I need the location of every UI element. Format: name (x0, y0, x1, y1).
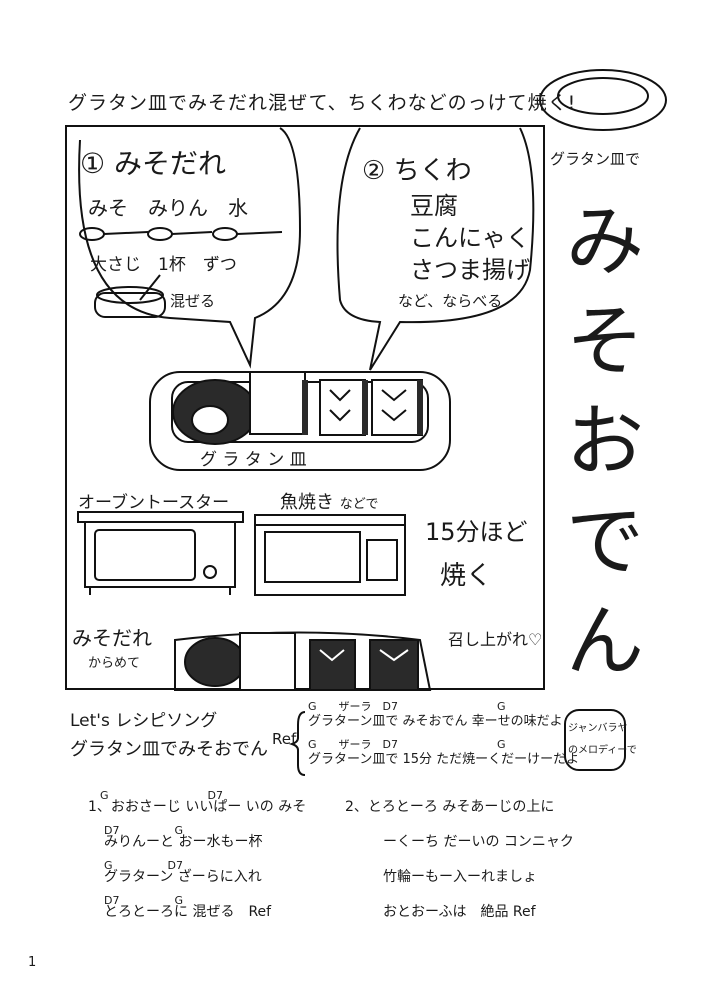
verse-line: ーくーち だーいの コンニャク (383, 834, 574, 850)
verse-line: おとおーふは 絶品 Ref (383, 904, 536, 920)
finished-oden-dish (174, 631, 432, 691)
cook-time: 15分ほど (425, 518, 528, 546)
song-title-line2: グラタン皿でみそおでん (70, 739, 268, 760)
melody-note: ジャンバラヤ のメロディーで (568, 718, 637, 762)
verse2: 2、とろとーろ みそあーじの上に ーくーち だーいの コンニャク 竹輪ーもー入ー… (345, 790, 574, 930)
grill-text: 魚焼き (280, 492, 334, 513)
step2-item: 豆腐 (410, 192, 458, 220)
chord-line: G ザーラ D7 G (308, 700, 506, 713)
chord-line: G ザーラ D7 G (308, 738, 506, 751)
dish-label: グ ラ タ ン 皿 (200, 450, 307, 470)
step2-item: こんにゃく (410, 224, 530, 252)
chord-line: D7 G (104, 894, 183, 907)
gratin-dish-icon (539, 69, 667, 131)
enjoy-label: 召し上がれ♡ (448, 630, 543, 649)
chord-line: G D7 (100, 789, 223, 802)
lyric-text: グラターン皿で 15分 ただ焼ーくだーけーだよ (308, 752, 580, 767)
title-char: み (565, 197, 644, 287)
ref-label: Ref (272, 730, 297, 748)
title-char: そ (565, 297, 644, 387)
chord-line: G D7 (104, 859, 183, 872)
step1-ingredients: みそ みりん 水 (88, 196, 248, 220)
fish-grill-icon (254, 514, 406, 596)
bake-label: 焼く (440, 561, 493, 591)
step1-title: ① みそだれ (80, 147, 227, 180)
toaster-label: オーブントースター (78, 493, 230, 513)
verse-line: 2、とろとーろ みそあーじの上に (345, 799, 555, 815)
oven-toaster-icon (77, 511, 244, 595)
grill-note: などで (339, 497, 379, 512)
step2-items: 豆腐 こんにゃく さつま揚げ (410, 190, 530, 286)
title-char: お (565, 397, 644, 487)
title-char: で (565, 497, 644, 587)
song-title-line1: Let's レシピソング (70, 711, 218, 731)
vertical-title: み そ お で ん (560, 192, 650, 692)
verse-line: 竹輪ーもー入ーれましょ (383, 869, 537, 885)
mixing-bowl-icon (94, 274, 166, 318)
melody-note-line: ジャンバラヤ (568, 723, 628, 734)
page-number: 1 (28, 955, 37, 970)
lyric-text: とろとーろに 混ぜる Ref (104, 904, 272, 920)
speech-bubble-2 (336, 127, 535, 371)
step2-note: など、ならべる (398, 292, 503, 310)
title-char: ん (565, 597, 644, 687)
grill-label: 魚焼き などで (280, 488, 378, 514)
lyric-text: グラターン皿で みそおでん 幸ーせの味だよ (308, 714, 563, 729)
lyric-text: 1、おおさーじ いいぱー いの みそ (88, 799, 307, 815)
measuring-spoon-icons (79, 227, 283, 241)
lyric-text: グラターン ざーらに入れ (104, 869, 262, 885)
chord-line: D7 G (104, 824, 183, 837)
sauce-note: からめて (88, 656, 141, 671)
ref-brace (288, 711, 306, 776)
gratin-dish-with-oden (149, 371, 451, 471)
step1-amount: 大さじ 1杯 ずつ (90, 255, 237, 275)
side-dish-label: グラタン皿で (550, 150, 641, 168)
header-instruction: グラタン皿でみそだれ混ぜて、ちくわなどのっけて焼く! (68, 92, 577, 114)
step2-title: ② ちくわ (362, 156, 472, 186)
lyric-text: みりんーと おー水もー杯 (104, 834, 263, 850)
melody-note-box (564, 709, 626, 771)
melody-note-line: のメロディーで (568, 745, 637, 756)
speech-bubble-1 (78, 127, 302, 369)
step2-item: さつま揚げ (410, 256, 530, 284)
step1-mix: 混ぜる (170, 292, 216, 310)
sauce-label: みそだれ (72, 626, 152, 650)
